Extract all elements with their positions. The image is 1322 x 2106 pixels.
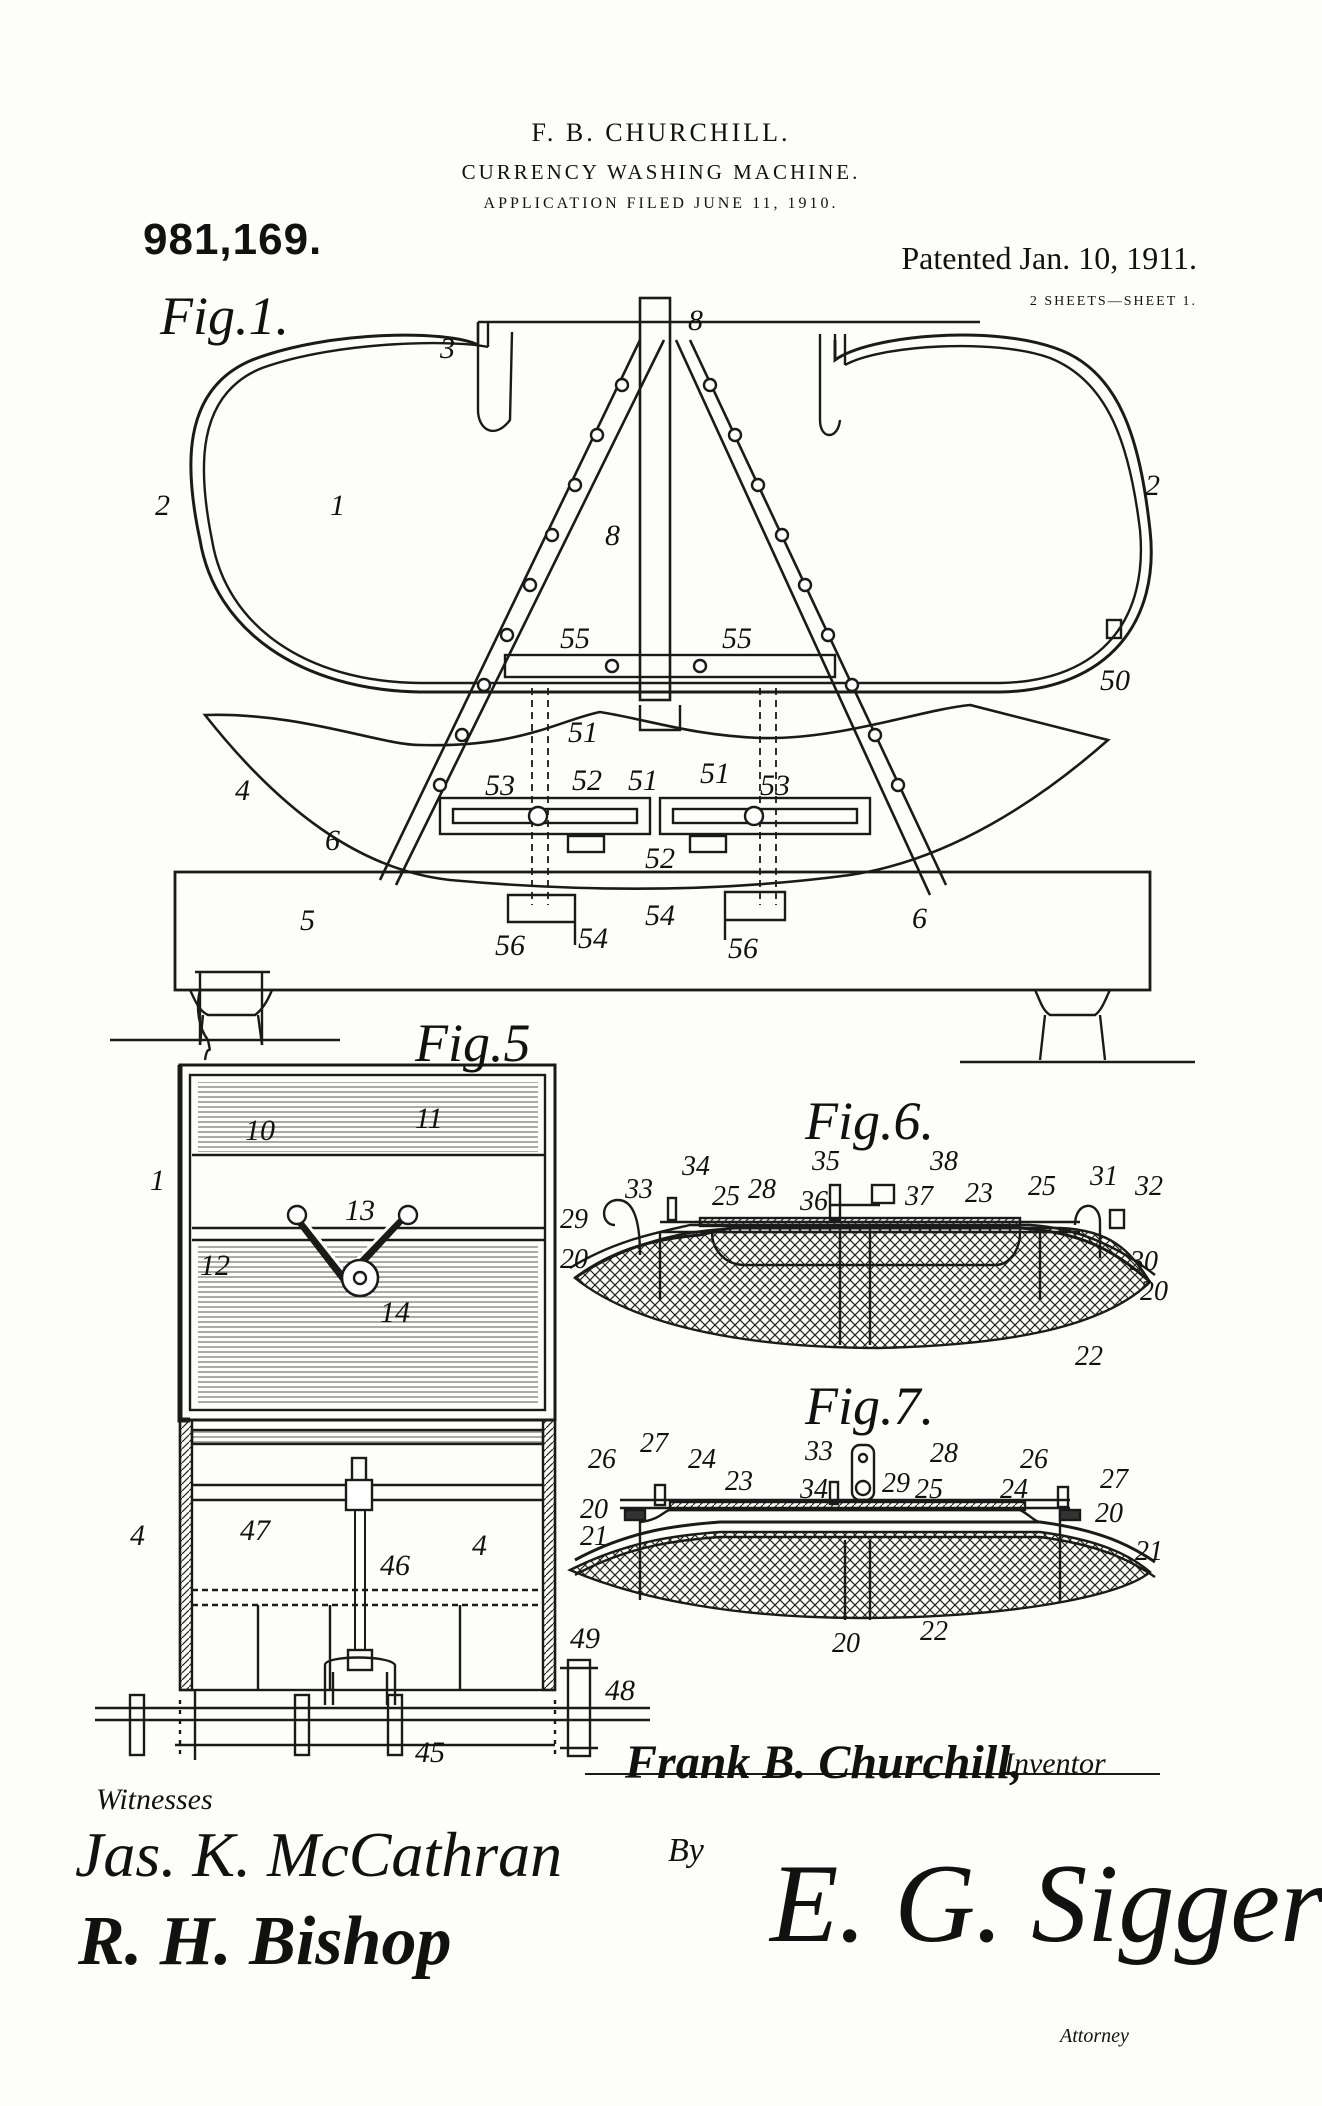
- ref-numeral: 8: [605, 519, 620, 552]
- inventor-role-label: Inventor: [1004, 1747, 1106, 1780]
- ref-numeral: 4: [235, 774, 250, 807]
- ref-numeral: 56: [495, 929, 525, 962]
- fig1-drawing: 1 2 2 3 8 8 55 55 50 51 51 51 4 53 52 52…: [110, 296, 1195, 1064]
- ref-numeral: 26: [1020, 1444, 1048, 1475]
- ref-numeral: 52: [645, 842, 675, 875]
- ref-numeral: 22: [1075, 1341, 1103, 1372]
- fig6-label: Fig.6.: [805, 1091, 934, 1151]
- ref-numeral: 52: [572, 764, 602, 797]
- ref-numeral: 14: [380, 1296, 410, 1329]
- ref-numeral: 50: [1100, 664, 1130, 697]
- ref-numeral: 46: [380, 1549, 410, 1582]
- application-filed-date: APPLICATION FILED JUNE 11, 1910.: [483, 195, 839, 212]
- ref-numeral: 55: [560, 622, 590, 655]
- ref-numeral: 31: [1089, 1161, 1118, 1192]
- invention-title: CURRENCY WASHING MACHINE.: [461, 160, 861, 184]
- ref-numeral: 5: [300, 904, 315, 937]
- ref-numeral: 4: [472, 1529, 487, 1562]
- witnesses-label: Witnesses: [96, 1783, 213, 1816]
- ref-numeral: 24: [688, 1444, 716, 1475]
- ref-numeral: 24: [1000, 1474, 1028, 1505]
- ref-numeral: 8: [688, 304, 703, 337]
- ref-numeral: 26: [588, 1444, 616, 1475]
- ref-numeral: 30: [1129, 1246, 1158, 1277]
- fig7-drawing: 26 27 24 33 28 26 27 23 34 29 25 24 20 2…: [567, 1428, 1163, 1659]
- ref-numeral: 33: [804, 1436, 833, 1467]
- ref-numeral: 20: [1095, 1498, 1123, 1529]
- ref-numeral: 21: [580, 1521, 608, 1552]
- fig1-label: Fig.1.: [160, 286, 289, 346]
- by-label: By: [668, 1832, 704, 1869]
- ref-numeral: 10: [245, 1114, 275, 1147]
- ref-numeral: 56: [728, 932, 758, 965]
- ref-numeral: 34: [681, 1151, 710, 1182]
- ref-numeral: 25: [1028, 1171, 1056, 1202]
- witness-signature-1: Jas. K. McCathran: [75, 1819, 563, 1890]
- inventor-signature: Frank B. Churchill,: [625, 1736, 1023, 1789]
- fig6-drawing: 33 34 35 38 25 28 36 37 23 25 31 32 29 2…: [560, 1146, 1168, 1372]
- ref-numeral: 11: [415, 1102, 443, 1135]
- ref-numeral: 38: [929, 1146, 958, 1177]
- ref-numeral: 29: [560, 1204, 588, 1235]
- ref-numeral: 4: [130, 1519, 145, 1552]
- attorney-role-label: Attorney: [1060, 2025, 1129, 2047]
- ref-numeral: 20: [580, 1494, 608, 1525]
- ref-numeral: 54: [578, 922, 608, 955]
- ref-numeral: 36: [799, 1186, 828, 1217]
- ref-numeral: 27: [640, 1428, 669, 1459]
- ref-numeral: 54: [645, 899, 675, 932]
- ref-numeral: 51: [700, 757, 730, 790]
- ref-numeral: 25: [915, 1474, 943, 1505]
- ref-numeral: 27: [1100, 1464, 1129, 1495]
- patent-number: 981,169.: [143, 215, 323, 264]
- ref-numeral: 21: [1135, 1536, 1163, 1567]
- ref-numeral: 2: [155, 489, 170, 522]
- ref-numeral: 51: [568, 716, 598, 749]
- ref-numeral: 22: [920, 1616, 948, 1647]
- ref-numeral: 1: [150, 1164, 165, 1197]
- fig7-label: Fig.7.: [805, 1376, 934, 1436]
- ref-numeral: 32: [1134, 1171, 1163, 1202]
- ref-numeral: 51: [628, 764, 658, 797]
- fig5-drawing: 10 11 1 13 12 14 4 47 46 4 49 48 45: [95, 1063, 650, 1769]
- fig5-label: Fig.5: [415, 1013, 531, 1073]
- ref-numeral: 34: [799, 1474, 828, 1505]
- ref-numeral: 35: [811, 1146, 840, 1177]
- ref-numeral: 45: [415, 1736, 445, 1769]
- ref-numeral: 25: [712, 1181, 740, 1212]
- ref-numeral: 13: [345, 1194, 375, 1227]
- ref-numeral: 2: [1145, 469, 1160, 502]
- sheet-count: 2 SHEETS—SHEET 1.: [1029, 294, 1197, 309]
- ref-numeral: 53: [485, 769, 515, 802]
- ref-numeral: 28: [748, 1174, 776, 1205]
- ref-numeral: 55: [722, 622, 752, 655]
- ref-numeral: 23: [965, 1178, 993, 1209]
- ref-numeral: 23: [725, 1466, 753, 1497]
- ref-numeral: 33: [624, 1174, 653, 1205]
- patented-date: Patented Jan. 10, 1911.: [901, 240, 1197, 276]
- ref-numeral: 53: [760, 769, 790, 802]
- ref-numeral: 6: [325, 824, 340, 857]
- ref-numeral: 48: [605, 1674, 635, 1707]
- attorney-signature: E. G. Siggers: [770, 1842, 1322, 1966]
- ref-numeral: 1: [330, 489, 345, 522]
- ref-numeral: 20: [560, 1244, 588, 1275]
- ref-numeral: 3: [439, 332, 455, 365]
- ref-numeral: 20: [832, 1628, 860, 1659]
- witness-signature-2: R. H. Bishop: [78, 1903, 452, 1980]
- ref-numeral: 28: [930, 1438, 958, 1469]
- ref-numeral: 12: [200, 1249, 230, 1282]
- ref-numeral: 29: [882, 1468, 910, 1499]
- inventor-name-header: F. B. CHURCHILL.: [531, 118, 791, 147]
- ref-numeral: 6: [912, 902, 927, 935]
- ref-numeral: 20: [1140, 1276, 1168, 1307]
- ref-numeral: 49: [570, 1622, 600, 1655]
- ref-numeral: 47: [240, 1514, 272, 1547]
- ref-numeral: 37: [904, 1181, 934, 1212]
